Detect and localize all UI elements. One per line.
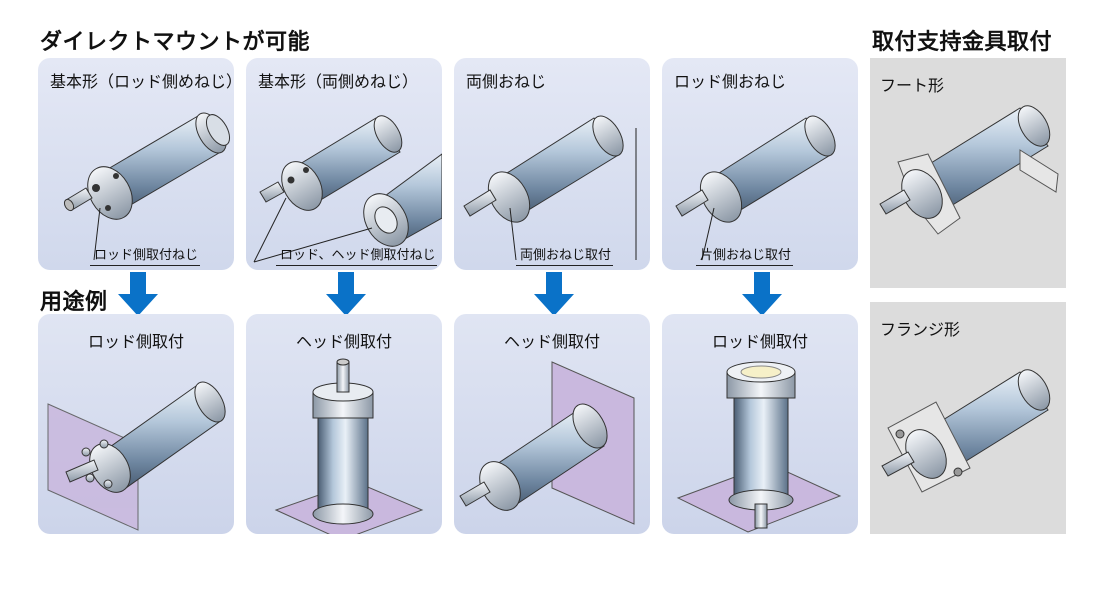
flange-bracket-cylinder-illustration	[881, 369, 1051, 493]
bracket-panel-flange: フランジ形	[870, 302, 1066, 534]
top-panel-1-title: 基本形（ロッド側めねじ）	[50, 72, 234, 91]
cylinder-rod-female-thread-illustration	[63, 112, 231, 220]
down-arrow-icon	[742, 272, 782, 316]
top-panel-2-callout: ロッド、ヘッド側取付ねじ	[276, 244, 438, 266]
bottom-panel-1-title: ロッド側取付	[87, 332, 184, 351]
mounting-brackets-title: 取付支持金具取付	[872, 30, 1053, 55]
top-panel-3-callout: 両側おねじ取付	[516, 244, 614, 266]
bracket-panel-foot-title: フート形	[880, 76, 945, 95]
top-panel-3: 両側おねじ 両側おねじ取付	[454, 58, 650, 270]
top-panel-4: ロッド側おねじ 片側おねじ取付	[662, 58, 858, 270]
down-arrow-icon	[326, 272, 366, 316]
direct-mount-title: ダイレクトマウントが可能	[40, 30, 311, 55]
down-arrow-icon	[118, 272, 158, 316]
callout-leader-line	[93, 207, 101, 261]
top-panel-2: 基本形（両側めねじ） ロッド、ヘッド側取付ねじ	[246, 58, 442, 270]
bottom-panel-3: ヘッド側取付	[454, 314, 650, 534]
bottom-panel-4: ロッド側取付	[662, 314, 858, 534]
bottom-panel-1: ロッド側取付	[38, 314, 234, 534]
cylinder-both-male-thread-illustration	[463, 115, 637, 261]
rod-side-mount-illustration	[47, 381, 226, 531]
foot-bracket-cylinder-illustration	[879, 105, 1059, 235]
cylinder-both-female-thread-illustration	[253, 115, 442, 263]
top-panel-4-callout: 片側おねじ取付	[696, 244, 794, 266]
top-panel-3-title: 両側おねじ	[466, 72, 547, 91]
down-arrow-icon	[534, 272, 574, 316]
cylinder-rod-male-thread-illustration	[675, 115, 836, 261]
bracket-panel-flange-title: フランジ形	[880, 320, 961, 339]
usage-examples-title: 用途例	[40, 290, 108, 315]
top-panel-4-title: ロッド側おねじ	[674, 72, 787, 91]
top-panel-1: 基本形（ロッド側めねじ） ロッド側取付ねじ	[38, 58, 234, 270]
bottom-panel-3-title: ヘッド側取付	[503, 332, 600, 351]
head-side-mount-vertical-illustration	[274, 358, 424, 534]
rod-side-mount-vertical-illustration	[676, 361, 842, 533]
head-side-mount-horizontal-illustration	[459, 361, 635, 525]
top-panel-2-title: 基本形（両側めねじ）	[258, 72, 419, 91]
top-panel-1-callout: ロッド側取付ねじ	[90, 244, 201, 266]
bottom-panel-2-title: ヘッド側取付	[295, 332, 392, 351]
bracket-panel-foot: フート形	[870, 58, 1066, 288]
bottom-panel-4-title: ロッド側取付	[711, 332, 808, 351]
bottom-panel-2: ヘッド側取付	[246, 314, 442, 534]
